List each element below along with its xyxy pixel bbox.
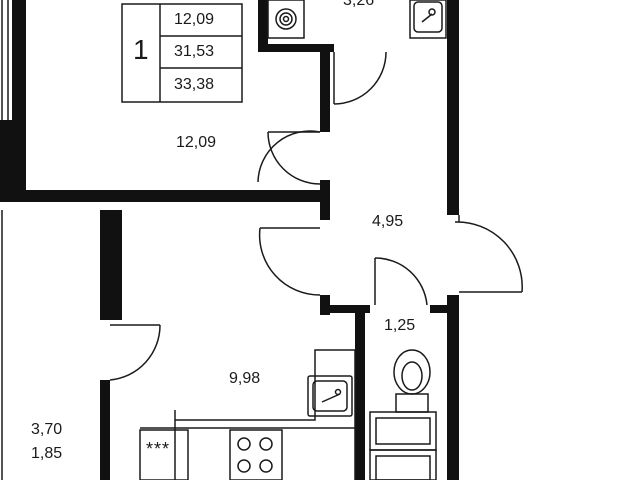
doors <box>109 51 523 381</box>
stove-mark: *** <box>146 439 171 459</box>
wall-left-pier <box>0 120 12 190</box>
wall-left-upper <box>12 0 26 190</box>
kitchen-fixtures <box>139 349 356 480</box>
wall-right-lower <box>447 295 459 480</box>
stove-icon <box>229 429 283 480</box>
door-living <box>257 130 321 185</box>
wall-closet-top-right <box>430 305 450 313</box>
closet-fixtures <box>369 349 437 480</box>
wall-hall-upper <box>320 52 330 132</box>
legend-value-3: 33,38 <box>174 76 215 93</box>
room-area-balcony-b: 1,85 <box>31 445 63 462</box>
wall-bath-left <box>258 0 268 50</box>
bathroom-fixtures <box>267 0 447 39</box>
wall-kitchen-left-lower <box>100 380 110 480</box>
legend-table <box>121 3 243 103</box>
room-area-bathroom: 3,26 <box>343 0 375 9</box>
room-area-balcony-a: 3,70 <box>31 421 63 438</box>
wall-bath-bottom <box>258 44 334 52</box>
room-area-living: 12,09 <box>176 134 217 151</box>
toilet-icon <box>393 349 431 413</box>
door-bathroom <box>333 51 387 105</box>
wall-closet-left <box>355 305 365 480</box>
legend-value-1: 12,09 <box>174 11 215 28</box>
wall-right-upper <box>447 0 459 215</box>
shelf-lower-icon <box>369 449 437 480</box>
wall-hall-mid <box>320 180 330 220</box>
door-entrance <box>454 215 523 293</box>
door-balcony <box>109 324 161 381</box>
room-area-closet: 1,25 <box>384 317 416 334</box>
bath-sink-icon <box>409 0 447 39</box>
kitchen-sink-icon <box>307 375 353 417</box>
door-kitchen <box>258 227 321 296</box>
walls <box>0 0 459 480</box>
wall-closet-top <box>330 305 370 313</box>
door-closet <box>374 257 428 306</box>
fridge-icon <box>139 429 189 480</box>
window-left <box>1 0 9 480</box>
washing-machine-icon <box>267 0 305 39</box>
wall-living-kitchen <box>0 190 330 202</box>
room-area-hallway: 4,95 <box>372 213 404 230</box>
wall-kitchen-left <box>100 210 122 320</box>
wall-hall-low <box>320 295 330 315</box>
room-area-kitchen: 9,98 <box>229 370 261 387</box>
legend-value-2: 31,53 <box>174 43 215 60</box>
rooms-count: 1 <box>133 34 149 65</box>
